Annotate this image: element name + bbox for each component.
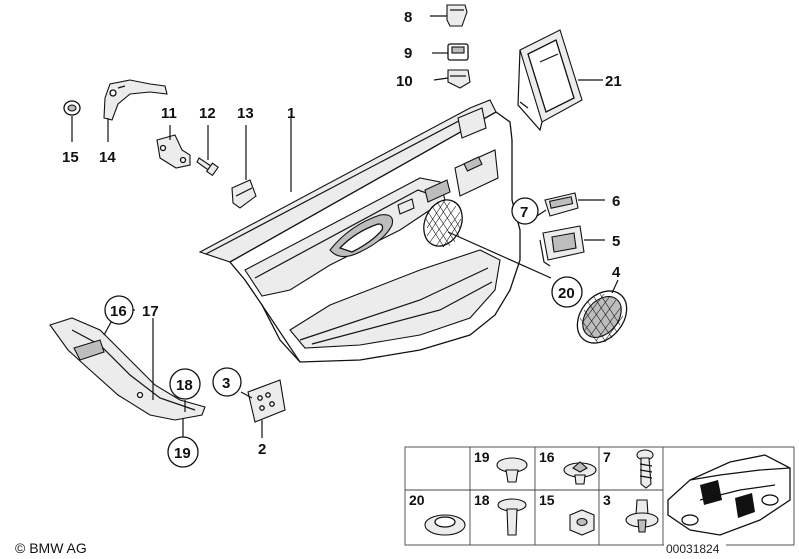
callout-21: 21 bbox=[605, 73, 622, 90]
part-16-17-trim-panel bbox=[49, 317, 206, 421]
part-12-bolt bbox=[196, 157, 219, 177]
fastener-legend-grid: 19 16 7 20 18 15 3 bbox=[404, 446, 795, 546]
callout-8: 8 bbox=[404, 9, 412, 26]
callout-2: 2 bbox=[258, 441, 266, 458]
callout-10: 10 bbox=[396, 73, 413, 90]
part-9-clip bbox=[447, 43, 469, 61]
part-15-grommet bbox=[63, 100, 81, 116]
fastener-18-rivet bbox=[497, 498, 527, 536]
part-21-housing bbox=[517, 29, 583, 132]
callout-5: 5 bbox=[612, 233, 620, 250]
car-location-icon bbox=[667, 454, 791, 536]
callout-3: 3 bbox=[222, 375, 230, 392]
callout-6: 6 bbox=[612, 193, 620, 210]
legend-label-16: 16 bbox=[539, 449, 555, 465]
callout-labels: 8 9 10 21 1 13 12 11 15 14 6 5 4 17 2 7 … bbox=[62, 9, 622, 468]
callout-9: 9 bbox=[404, 45, 412, 62]
callout-18: 18 bbox=[176, 377, 193, 394]
callout-11: 11 bbox=[161, 105, 177, 122]
diagram-number: 00031824 bbox=[666, 542, 720, 556]
legend-label-3: 3 bbox=[603, 492, 611, 508]
callout-19: 19 bbox=[174, 445, 191, 462]
fastener-19-clip bbox=[496, 457, 528, 483]
callout-17: 17 bbox=[142, 303, 159, 320]
copyright-label: © BMW AG bbox=[15, 540, 87, 556]
fastener-15-nut bbox=[569, 509, 595, 536]
legend-label-7: 7 bbox=[603, 449, 611, 465]
callout-14: 14 bbox=[99, 149, 116, 166]
fastener-7-screw bbox=[636, 449, 654, 489]
part-4-speaker-grille bbox=[576, 290, 628, 344]
legend-label-18: 18 bbox=[474, 492, 490, 508]
part-2-bracket bbox=[247, 379, 286, 423]
callout-1: 1 bbox=[287, 105, 295, 122]
legend-label-19: 19 bbox=[474, 449, 490, 465]
callout-7: 7 bbox=[520, 204, 528, 221]
part-14-bracket bbox=[103, 79, 168, 121]
fastener-16-clip bbox=[563, 461, 597, 485]
legend-label-15: 15 bbox=[539, 492, 555, 508]
part-5-switch-frame bbox=[539, 225, 585, 267]
callout-13: 13 bbox=[237, 105, 254, 122]
part-6-switch-cover bbox=[544, 192, 579, 217]
fastener-20-grommet bbox=[424, 514, 466, 536]
callout-15: 15 bbox=[62, 149, 79, 166]
door-trim-panel bbox=[198, 99, 521, 363]
part-13-clip bbox=[231, 179, 257, 209]
fastener-3-screw bbox=[625, 499, 659, 533]
callout-4: 4 bbox=[612, 264, 621, 281]
legend-label-20: 20 bbox=[409, 492, 425, 508]
callout-20: 20 bbox=[558, 285, 575, 302]
part-8-cover-cap bbox=[446, 4, 468, 27]
callout-12: 12 bbox=[199, 105, 216, 122]
part-11-hinge bbox=[156, 134, 191, 169]
part-10-clip bbox=[447, 69, 471, 89]
callout-16: 16 bbox=[110, 303, 127, 320]
